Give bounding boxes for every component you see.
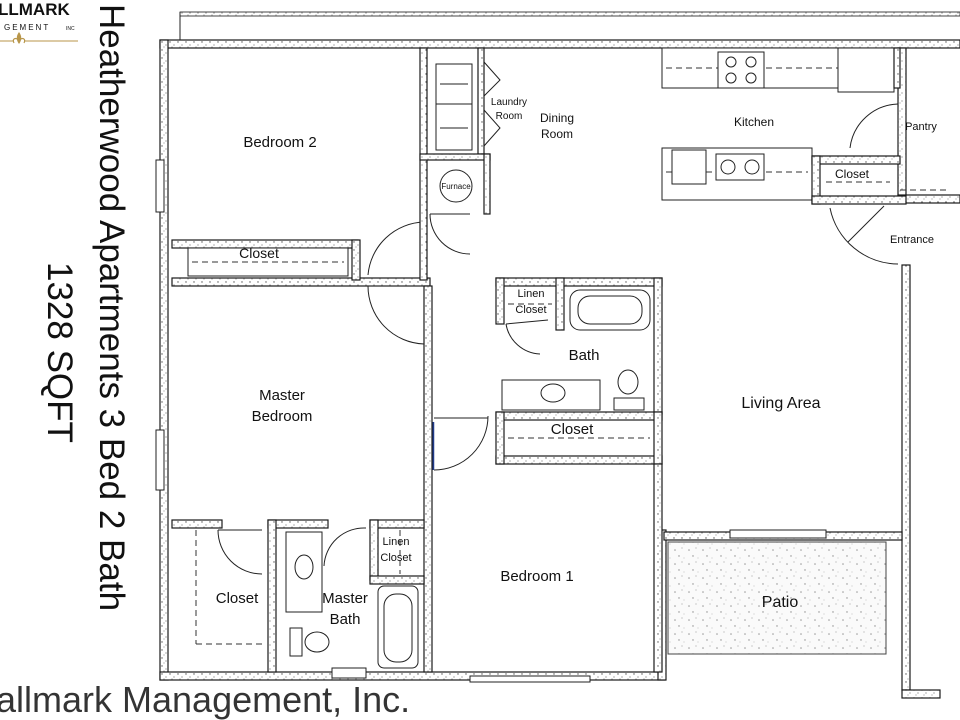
dining-label-1: Dining [540,111,574,125]
closet-hall-label: Closet [551,421,594,438]
plan-area: 1328 SQFT [40,262,79,443]
patio-label: Patio [762,594,799,611]
bath: Linen Closet Bath [495,277,663,415]
living-area: Living Area [741,395,820,412]
laundry-label-1: Laundry [491,97,527,108]
laundry-room: Laundry Room Furnace [419,47,527,281]
bath-label: Bath [569,347,600,364]
master-bath-label-1: Master [322,590,368,607]
master-bedroom-label-2: Bedroom [252,408,313,425]
living-label: Living Area [741,395,820,412]
kitchen-label: Kitchen [734,115,774,129]
master-bedroom: Master Bedroom [252,285,433,673]
logo-line1: LLMARK [0,0,70,19]
closet-entry-label: Closet [835,167,870,181]
fleur-de-lis-icon [0,32,78,44]
closet-bed2-label: Closet [239,245,279,261]
logo-line2: GEMENT [4,23,50,32]
bedroom-2: Bedroom 2 Closet [171,134,431,287]
furnace-label: Furnace [441,182,471,191]
pantry-label: Pantry [905,121,937,133]
bedroom-1: Bedroom 1 [500,463,663,673]
watermark-text: allmark Management, Inc. [0,679,410,720]
kitchen: Kitchen [661,47,895,201]
dining-label-2: Room [541,127,573,141]
pantry: Pantry Closet Entrance [811,47,950,265]
laundry-label-2: Room [496,111,523,122]
linen-master-label-1: Linen [383,536,410,548]
linen-bath-label-1: Linen [518,288,545,300]
master-bath-label-2: Bath [330,611,361,628]
linen-master-label-2: Closet [380,552,411,564]
hall-closet: Closet [431,411,663,471]
company-logo: LLMARK GEMENT INC [0,0,78,44]
plan-title: Heatherwood Apartments 3 Bed 2 Bath [92,4,131,611]
dining-room: Dining Room [540,111,574,141]
linen-bath-label-2: Closet [515,304,546,316]
logo-suffix: INC [66,26,75,32]
master-bedroom-label-1: Master [259,387,305,404]
bedroom-1-label: Bedroom 1 [500,568,573,585]
master-closet-label: Closet [216,590,259,607]
bedroom-2-label: Bedroom 2 [243,134,316,151]
patio-area: Patio [663,529,903,655]
master-suite: Closet Master Bath Linen Closet [171,519,425,673]
entrance-label: Entrance [890,234,934,246]
